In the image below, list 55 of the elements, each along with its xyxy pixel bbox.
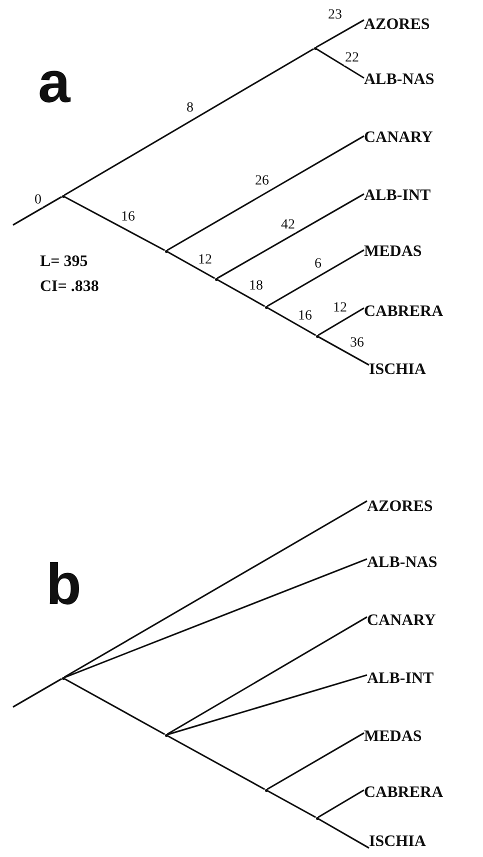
branch-point bbox=[316, 334, 318, 338]
branch-line bbox=[318, 818, 370, 849]
branch-line bbox=[64, 558, 368, 678]
branch-line bbox=[216, 193, 364, 279]
taxon-label: CANARY bbox=[367, 612, 436, 630]
branch-line bbox=[316, 48, 364, 79]
branch-line bbox=[166, 135, 364, 251]
branch-line bbox=[318, 336, 370, 366]
branch-line bbox=[266, 790, 316, 818]
branch-length-label: 0 bbox=[34, 192, 42, 208]
branch-line bbox=[64, 500, 368, 678]
taxon-label: MEDAS bbox=[364, 728, 422, 746]
taxon-label: MEDAS bbox=[364, 243, 422, 261]
branch-line bbox=[12, 678, 62, 708]
branch-line bbox=[266, 307, 316, 336]
taxon-label: CABRERA bbox=[364, 784, 444, 802]
branch-length-label: 22 bbox=[344, 50, 360, 66]
branch-point bbox=[214, 278, 218, 280]
panel-letter: b bbox=[46, 555, 82, 615]
branch-point bbox=[316, 816, 318, 820]
taxon-label: ALB-INT bbox=[367, 670, 434, 688]
branch-line bbox=[266, 249, 364, 307]
consistency-index: CI= .838 bbox=[40, 278, 99, 296]
taxon-label: ALB-NAS bbox=[364, 71, 434, 89]
branch-line bbox=[64, 48, 314, 196]
branch-point bbox=[164, 734, 168, 736]
branch-line bbox=[318, 789, 364, 818]
branch-line bbox=[316, 19, 364, 48]
branch-line bbox=[216, 279, 266, 307]
branch-length-label: 42 bbox=[280, 218, 296, 232]
taxon-label: CANARY bbox=[364, 129, 433, 147]
tree-length: L= 395 bbox=[40, 253, 88, 271]
branch-point bbox=[62, 676, 64, 680]
branch-line bbox=[64, 678, 166, 735]
branch-line bbox=[166, 735, 266, 790]
branch-line bbox=[64, 196, 166, 251]
branch-point bbox=[264, 788, 268, 792]
taxon-label: CABRERA bbox=[364, 303, 444, 321]
panel-letter: a bbox=[38, 53, 70, 113]
branch-line bbox=[266, 732, 364, 790]
branch-line bbox=[318, 307, 364, 336]
branch-point bbox=[264, 306, 268, 308]
taxon-label: AZORES bbox=[364, 16, 430, 34]
taxon-label: ISCHIA bbox=[369, 833, 426, 851]
branch-point bbox=[314, 46, 316, 50]
branch-line bbox=[166, 616, 368, 735]
taxon-label: ALB-INT bbox=[364, 187, 431, 205]
taxon-label: ISCHIA bbox=[369, 361, 426, 379]
branch-point bbox=[164, 250, 168, 252]
branch-line bbox=[167, 674, 368, 736]
branch-line bbox=[12, 196, 62, 226]
taxon-label: ALB-NAS bbox=[367, 554, 438, 572]
taxon-label: AZORES bbox=[367, 498, 433, 516]
branch-line bbox=[166, 251, 216, 279]
branch-point bbox=[62, 194, 64, 198]
